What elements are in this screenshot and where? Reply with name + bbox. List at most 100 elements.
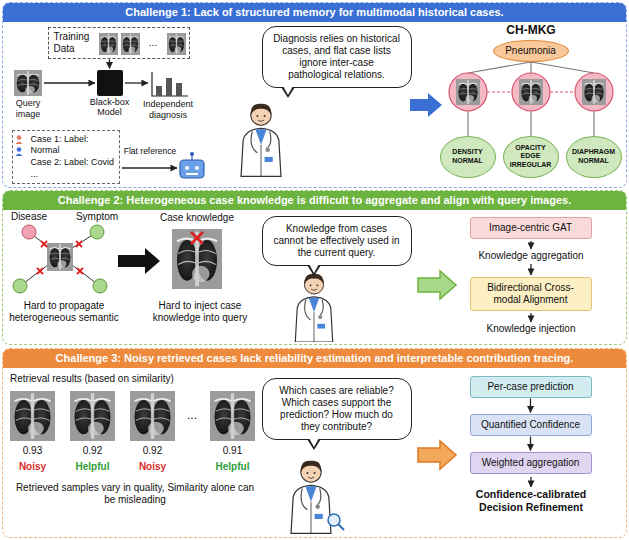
node-text: Case 1: Label: Normal	[31, 134, 115, 157]
label-slot: CH-MKG	[493, 23, 569, 37]
connector-arrow	[109, 60, 110, 69]
case-node-circle	[449, 73, 487, 111]
label-slot: Independent diagnosis	[138, 99, 198, 121]
semantic-circle	[90, 225, 104, 239]
label-slot: Disease	[4, 211, 54, 223]
case-list: Case 1: Label: NormalCase 2: Label: Covi…	[12, 130, 120, 185]
node-text: Black-box Model	[88, 97, 132, 119]
flow-arrow	[530, 477, 531, 487]
problem-note: Hard to inject case knowledge into query	[142, 300, 258, 324]
case-node-circle	[519, 79, 543, 105]
label-slot: Query image	[4, 98, 52, 120]
challenge-header: Challenge 2: Heterogeneous case knowledg…	[3, 191, 626, 210]
label-slot: Helpful	[66, 461, 119, 473]
doctor-figure	[241, 104, 333, 534]
model-icon	[97, 70, 123, 96]
xray-image	[47, 243, 73, 271]
challenge-header: Challenge 1: Lack of structured memory f…	[3, 3, 626, 22]
image-caption: Independent diagnosis	[138, 99, 198, 121]
similarity-score: 0.92	[70, 445, 115, 457]
bar-chart-icon	[152, 72, 188, 96]
speech-bubble: Diagnosis relies on historical cases, an…	[262, 26, 412, 88]
node-text: Weighted aggregation	[477, 457, 585, 469]
node-text: Which cases are reliable? Which cases su…	[272, 385, 402, 433]
flow-arrow	[530, 264, 531, 275]
label-slot: ...	[140, 37, 166, 49]
bar-chart-icon	[176, 83, 182, 96]
similarity-score: 0.91	[210, 445, 255, 457]
label-slot: Retrieval results (based on similarity)	[10, 373, 260, 385]
speech-bubble: Knowledge from cases cannot be effective…	[262, 216, 412, 266]
xray-image	[130, 391, 175, 441]
process-box: Bidirectional Cross-modal Alignment	[470, 277, 592, 311]
graph-edge	[468, 62, 594, 73]
xray-image	[210, 391, 255, 441]
flow-arrow	[530, 477, 531, 487]
robot-icon	[190, 152, 194, 156]
flow-arrow	[122, 167, 177, 168]
label-slot: ...	[178, 408, 206, 422]
case-icon	[17, 135, 22, 140]
similarity-score: 0.92	[130, 445, 175, 457]
problem-note: Hard to propagate heterogeneous semantic	[2, 300, 126, 324]
xray-image	[14, 33, 186, 96]
finding-node: DENSITY NORMAL	[440, 136, 496, 178]
xray-image	[99, 33, 118, 55]
block-arrow	[418, 271, 456, 299]
challenge-header: Challenge 3: Noisy retrieved cases lack …	[3, 349, 626, 368]
quality-tag: Helpful	[206, 461, 259, 473]
ellipsis: ...	[140, 37, 166, 49]
label-slot: 0.92	[70, 445, 115, 457]
red-cross	[76, 241, 82, 247]
robot-icon	[186, 173, 198, 175]
magnifier-icon	[328, 514, 344, 530]
xray-image	[70, 391, 115, 441]
quality-tag: Noisy	[126, 461, 179, 473]
label-slot: Helpful	[206, 461, 259, 473]
xray-image	[167, 33, 186, 55]
case-node-circle	[582, 79, 606, 105]
case-node-circle	[512, 73, 550, 111]
label-slot: Noisy	[126, 461, 179, 473]
similarity-score: 0.93	[10, 445, 55, 457]
label-slot: Retrieved samples vary in quality, Simil…	[10, 482, 260, 506]
finding-node: DIAPHRAGM NORMAL	[566, 136, 622, 178]
semantic-circle	[22, 225, 36, 239]
ellipsis: ...	[178, 408, 206, 422]
node-text: Bidirectional Cross-modal Alignment	[477, 282, 585, 306]
block-arrow	[118, 93, 456, 469]
xray-image	[10, 391, 255, 441]
arrow-label: Flat reference	[120, 146, 180, 156]
graph-title: CH-MKG	[493, 23, 569, 37]
process-box: Per-case prediction	[470, 376, 592, 398]
case-icon	[16, 154, 23, 156]
connector-arrow	[530, 399, 531, 413]
robot-icon	[180, 152, 204, 178]
bar-chart-icon	[156, 86, 162, 96]
section-note: Retrieval results (based on similarity)	[10, 373, 260, 385]
connector-layer	[110, 60, 531, 451]
node-text: Pneumonia	[505, 45, 556, 57]
node-type-label: Symptom	[72, 211, 122, 223]
robot-icon	[185, 166, 189, 170]
node-type-label: Disease	[4, 211, 54, 223]
label-slot: Hard to propagate heterogeneous semantic	[2, 300, 126, 324]
graph-edge	[468, 62, 594, 136]
quality-tag: Noisy	[6, 461, 59, 473]
case-node-circle	[575, 73, 613, 111]
label-slot: 0.91	[210, 445, 255, 457]
case-node-circle	[449, 73, 613, 111]
block-arrow	[118, 248, 160, 274]
node-text: Diagnosis relies on historical cases, an…	[272, 33, 402, 81]
red-cross	[37, 232, 203, 274]
flow-arrow	[530, 313, 531, 322]
step-result: Knowledge injection	[470, 323, 592, 335]
magnifier-icon	[338, 524, 344, 530]
flow-arrow	[530, 241, 531, 249]
node-text: Training Data	[54, 31, 96, 55]
label-slot: 0.92	[130, 445, 175, 457]
doctor-figure	[241, 104, 281, 177]
xray-image	[10, 391, 55, 441]
block-arrow	[418, 441, 456, 469]
